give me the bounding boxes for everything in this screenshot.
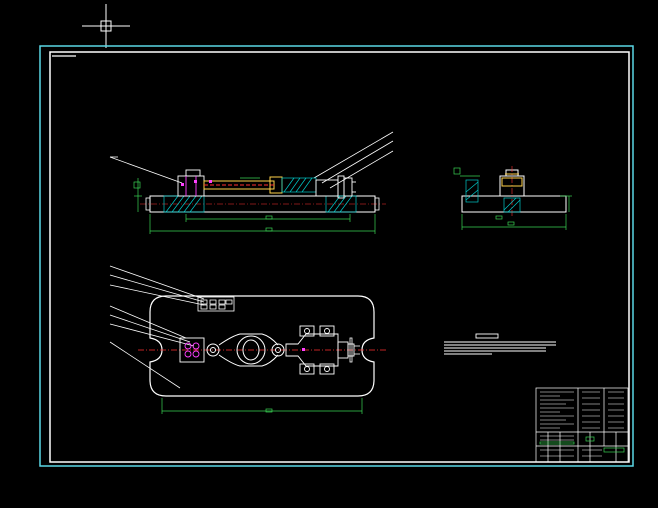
top-view-leaders bbox=[109, 265, 205, 389]
side-view-highlight bbox=[501, 173, 523, 187]
top-dimensions bbox=[161, 398, 363, 414]
side-view[interactable] bbox=[453, 166, 572, 230]
front-dimensions bbox=[133, 177, 376, 234]
front-right-clamp bbox=[315, 175, 356, 199]
front-hatch-sections bbox=[163, 195, 357, 213]
side-dimensions bbox=[453, 167, 572, 230]
front-middle-support bbox=[281, 177, 317, 193]
inner-frame bbox=[49, 51, 630, 463]
technical-notes bbox=[444, 333, 556, 355]
front-feet bbox=[145, 197, 380, 211]
top-left-clamp bbox=[179, 337, 205, 363]
top-connecting-rod bbox=[206, 333, 285, 367]
side-view-hatch bbox=[465, 179, 521, 213]
front-accent-marks bbox=[181, 180, 212, 186]
title-block[interactable] bbox=[535, 387, 629, 463]
top-screw-handle bbox=[349, 337, 360, 363]
outer-frame bbox=[39, 45, 634, 467]
top-accent-marks bbox=[302, 348, 305, 351]
top-base-plate bbox=[149, 295, 375, 397]
top-label-plate bbox=[197, 296, 235, 312]
title-block-text-rows bbox=[540, 391, 624, 457]
title-block-green-marks bbox=[539, 436, 625, 453]
front-workpiece bbox=[203, 176, 283, 194]
top-view[interactable] bbox=[109, 265, 386, 414]
front-view[interactable] bbox=[109, 131, 394, 234]
top-right-clamp bbox=[285, 325, 355, 375]
front-view-leaders bbox=[109, 131, 394, 189]
crosshair-cursor-icon bbox=[82, 4, 130, 48]
front-left-clamp bbox=[177, 169, 205, 197]
